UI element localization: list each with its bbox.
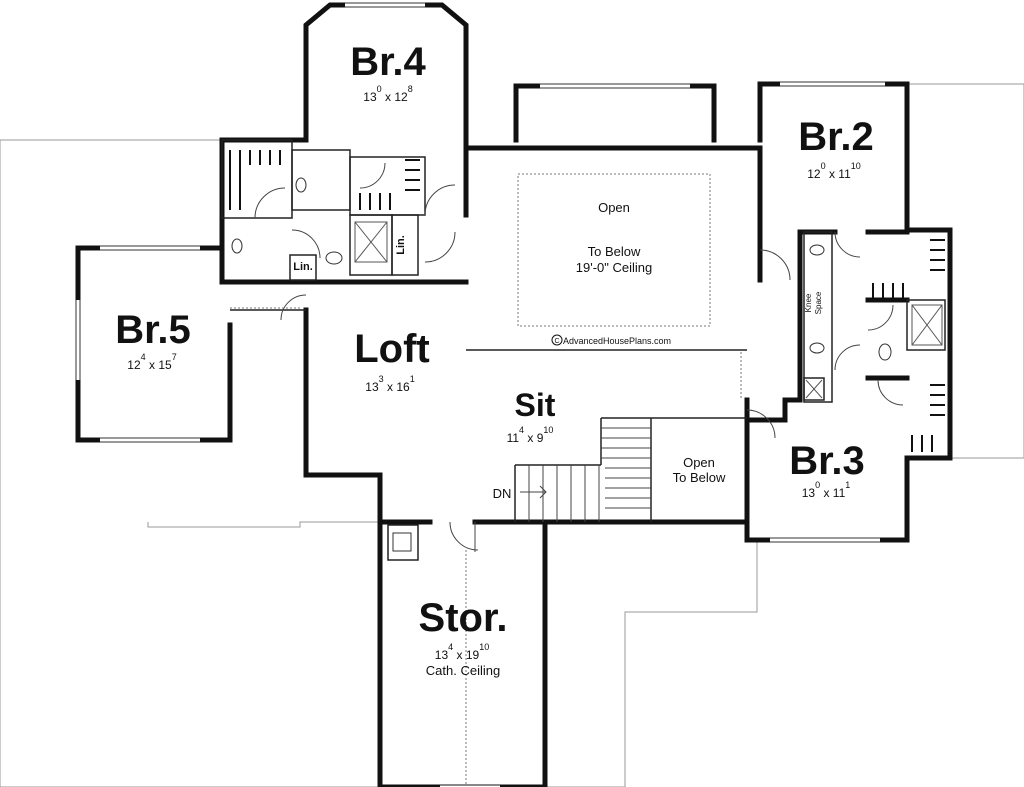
br3-height: 11 bbox=[833, 486, 846, 500]
room-name-loft: Loft bbox=[354, 327, 430, 371]
open-main-line2: To Below bbox=[588, 244, 641, 259]
open-main-line3: 19'-0" Ceiling bbox=[576, 260, 652, 275]
br5-height: 15 bbox=[158, 358, 172, 372]
open-stair-line1: Open bbox=[683, 455, 715, 470]
br2-width: 12 bbox=[807, 167, 821, 181]
sit-dim-sep: x bbox=[527, 431, 533, 445]
room-dims-br2: 120 x 1110 bbox=[807, 161, 861, 181]
shower-icons bbox=[354, 221, 943, 399]
loft-dim-sep: x bbox=[387, 380, 393, 394]
loft-height-inches: 1 bbox=[410, 374, 415, 384]
br2-height-inches: 10 bbox=[851, 161, 861, 171]
room-name-br5: Br.5 bbox=[115, 308, 191, 352]
interior-lines bbox=[221, 139, 946, 561]
loft-height: 16 bbox=[396, 380, 410, 394]
room-dims-loft: 133 x 161 bbox=[365, 374, 414, 394]
br2-width-inches: 0 bbox=[821, 161, 826, 171]
sit-width-inches: 4 bbox=[519, 425, 524, 435]
br3-dim-sep: x bbox=[823, 486, 829, 500]
br3-height-inches: 1 bbox=[845, 480, 850, 490]
windows bbox=[75, 2, 885, 787]
room-name-sit: Sit bbox=[515, 387, 556, 423]
room-dims-br5: 124 x 157 bbox=[127, 352, 176, 372]
room-dims-br3: 130 x 111 bbox=[802, 480, 851, 500]
open-stair-line2: To Below bbox=[673, 470, 726, 485]
br4-dim-sep: x bbox=[385, 90, 391, 104]
stor-width: 13 bbox=[435, 648, 449, 662]
linen-closet-1: Lin. bbox=[293, 261, 313, 273]
copyright-letter: C bbox=[554, 338, 559, 345]
copyright-icon bbox=[551, 334, 563, 346]
watermark: AdvancedHousePlans.com bbox=[563, 336, 671, 346]
room-name-br3: Br.3 bbox=[789, 439, 865, 483]
br5-dim-sep: x bbox=[149, 358, 155, 372]
loft-width-inches: 3 bbox=[379, 374, 384, 384]
stairs bbox=[520, 427, 651, 522]
sit-width: 11 bbox=[507, 431, 520, 445]
open-main-line1: Open bbox=[598, 200, 630, 215]
stor-width-inches: 4 bbox=[448, 642, 453, 652]
dotted-lines bbox=[230, 173, 742, 785]
knee-space-line2: Space bbox=[814, 291, 823, 314]
br4-width-inches: 0 bbox=[377, 84, 382, 94]
stor-height-inches: 10 bbox=[479, 642, 489, 652]
room-name-stor: Stor. bbox=[419, 596, 508, 640]
linen-closet-2: Lin. bbox=[395, 235, 407, 255]
stair-down-label: DN bbox=[493, 486, 512, 501]
br4-height-inches: 8 bbox=[408, 84, 413, 94]
sit-height: 9 bbox=[537, 431, 544, 445]
doors bbox=[254, 162, 904, 552]
br3-width-inches: 0 bbox=[815, 480, 820, 490]
br2-height: 11 bbox=[838, 167, 851, 181]
br5-width-inches: 4 bbox=[141, 352, 146, 362]
br5-width: 12 bbox=[127, 358, 141, 372]
room-name-br4: Br.4 bbox=[350, 40, 426, 84]
room-dims-stor: 134 x 1910 bbox=[435, 642, 489, 662]
br4-width: 13 bbox=[363, 90, 377, 104]
room-dims-sit: 114 x 910 bbox=[507, 425, 554, 445]
fixtures bbox=[231, 177, 892, 552]
stor-dim-sep: x bbox=[457, 648, 463, 662]
br3-width: 13 bbox=[802, 486, 816, 500]
stor-note: Cath. Ceiling bbox=[426, 663, 500, 678]
loft-width: 13 bbox=[365, 380, 379, 394]
room-dims-br4: 130 x 128 bbox=[363, 84, 412, 104]
sit-height-inches: 10 bbox=[543, 425, 553, 435]
room-name-br2: Br.2 bbox=[798, 115, 874, 159]
br5-height-inches: 7 bbox=[172, 352, 177, 362]
stor-height: 19 bbox=[466, 648, 480, 662]
br4-height: 12 bbox=[394, 90, 408, 104]
br2-dim-sep: x bbox=[829, 167, 835, 181]
knee-space-line1: Knee bbox=[804, 293, 813, 312]
closet-hatching bbox=[229, 150, 945, 452]
